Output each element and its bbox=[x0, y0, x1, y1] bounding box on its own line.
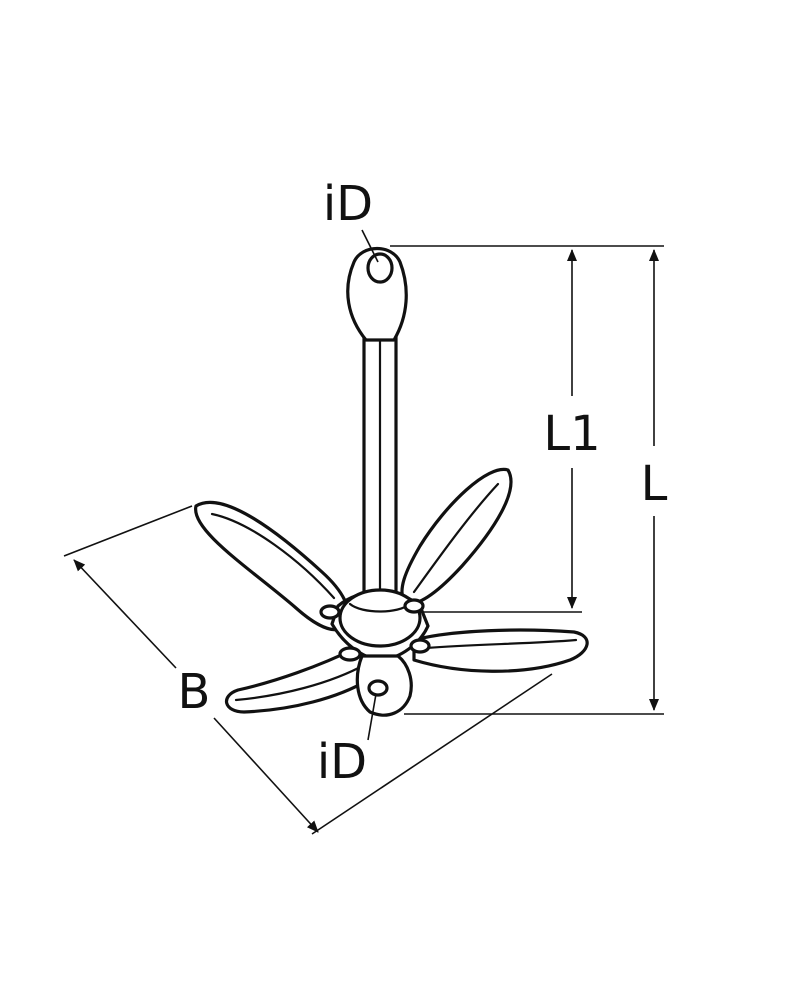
leader-top-eye bbox=[361, 229, 379, 263]
extension-b-lower bbox=[311, 673, 553, 835]
dimension-b-upper bbox=[73, 559, 177, 669]
dimension-b-lower bbox=[213, 717, 319, 833]
folding-grapnel-anchor bbox=[194, 247, 589, 717]
anchor-hub bbox=[319, 588, 431, 662]
dimension-lines bbox=[63, 229, 664, 835]
bottom-eye-hole bbox=[367, 679, 389, 697]
label-b: B bbox=[178, 664, 211, 720]
anchor-top-eye bbox=[346, 247, 408, 342]
top-eye-hole bbox=[366, 252, 394, 284]
fluke-right bbox=[412, 628, 589, 673]
label-id-bottom: iD bbox=[317, 734, 367, 790]
label-id-top: iD bbox=[323, 176, 373, 232]
leader-bottom-eye bbox=[367, 693, 377, 741]
anchor-bottom-eye bbox=[355, 654, 413, 717]
label-l1: L1 bbox=[543, 406, 600, 462]
dimension-labels: iD iD L1 L B bbox=[178, 176, 668, 790]
anchor-shank bbox=[362, 318, 398, 610]
fluke-back-right bbox=[400, 467, 513, 606]
extension-b-upper bbox=[63, 505, 193, 557]
label-l: L bbox=[641, 456, 668, 512]
